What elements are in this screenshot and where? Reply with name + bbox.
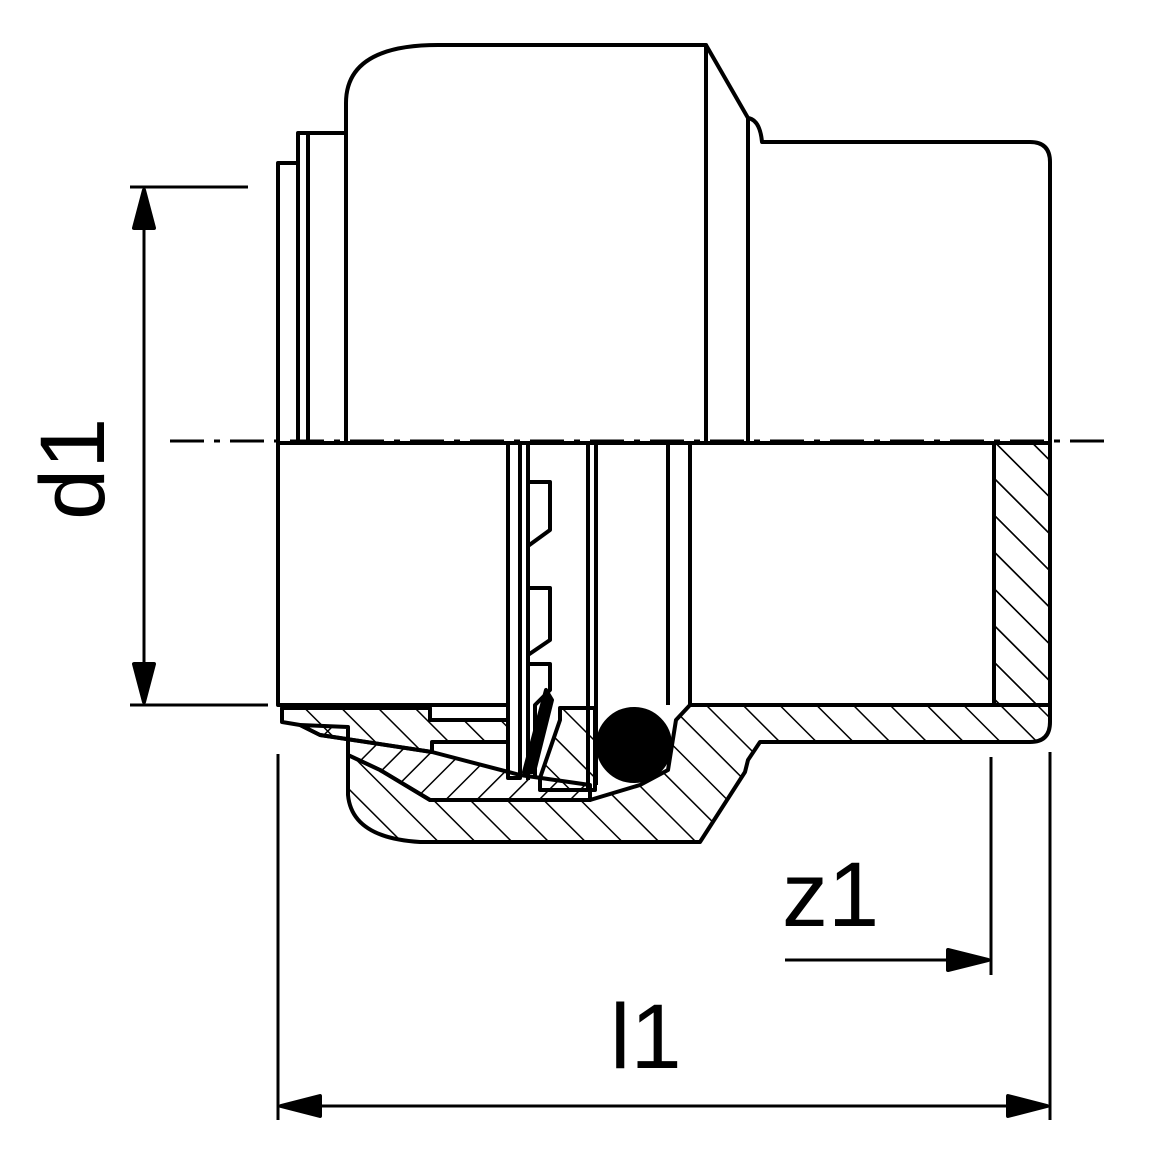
socket-bore: [690, 443, 996, 707]
dimension-d1: [130, 185, 268, 707]
o-ring: [596, 707, 672, 783]
end-ring-inner: [306, 131, 348, 443]
fitting-section-lower: [276, 441, 1052, 844]
insert-teeth: [526, 443, 552, 780]
union-nut-outer-section: [346, 441, 1052, 844]
insert-sleeve: [506, 443, 522, 780]
fitting-exterior-upper: [276, 43, 1052, 443]
nut-chamfer: [704, 44, 750, 443]
label-l1: l1: [610, 986, 682, 1088]
socket-end-wall: [992, 441, 1052, 707]
dimension-l1: [276, 752, 1052, 1120]
socket-body: [746, 116, 1052, 443]
grip-ring: [522, 688, 554, 774]
label-z1: z1: [782, 844, 879, 946]
label-d1: d1: [22, 418, 124, 520]
end-ring-outer: [276, 161, 300, 443]
union-nut: [344, 43, 708, 443]
dimension-z1: [785, 757, 993, 975]
left-end-bore: [276, 443, 508, 707]
left-ring-section: [280, 706, 510, 754]
oring-groove: [586, 443, 692, 790]
